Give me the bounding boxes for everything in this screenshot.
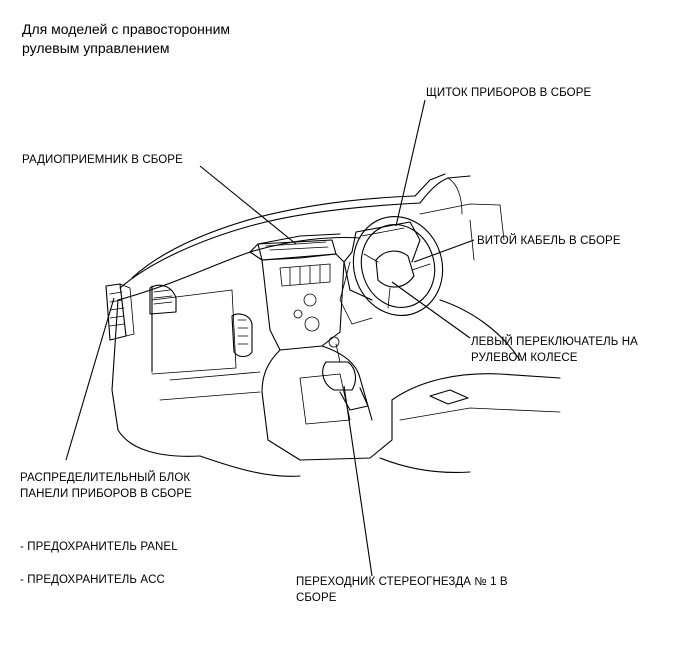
leader-stereo-jack [343, 385, 373, 577]
junction-block [105, 283, 135, 341]
label-junction-block: РАСПРЕДЕЛИТЕЛЬНЫЙ БЛОК ПАНЕЛИ ПРИБОРОВ В… [20, 470, 192, 502]
leader-left-switch [391, 281, 471, 339]
label-left-switch-line-2: РУЛЕВОМ КОЛЕСЕ [471, 352, 578, 364]
heading-line-2: рулевым управлением [22, 40, 170, 56]
floor-outline [117, 204, 561, 477]
label-left-switch: ЛЕВЫЙ ПЕРЕКЛЮЧАТЕЛЬ НА РУЛЕВОМ КОЛЕСЕ [471, 334, 638, 366]
leader-radio [199, 165, 297, 245]
label-junction-block-line-2: ПАНЕЛИ ПРИБОРОВ В СБОРЕ [20, 488, 192, 500]
leader-spiral-cable [413, 239, 475, 263]
label-stereo-jack-line-2: СБОРЕ [296, 592, 337, 604]
heading-line-1: Для моделей с правосторонним [22, 21, 231, 37]
label-fuse-panel: - ПРЕДОХРАНИТЕЛЬ PANEL [20, 541, 178, 553]
label-spiral-cable: ВИТОЙ КАБЕЛЬ В СБОРЕ [477, 235, 621, 247]
diagram-heading: Для моделей с правосторонним рулевым упр… [22, 20, 230, 58]
label-instrument-cluster: ЩИТОК ПРИБОРОВ В СБОРЕ [426, 87, 592, 99]
dashboard-outline [111, 173, 501, 431]
label-junction-block-line-1: РАСПРЕДЕЛИТЕЛЬНЫЙ БЛОК [20, 472, 191, 484]
label-stereo-jack: ПЕРЕХОДНИК СТЕРЕОГНЕЗДА № 1 В СБОРЕ [296, 574, 508, 606]
steering-wheel-rim [352, 215, 444, 317]
leader-junction-block [65, 297, 115, 461]
leader-instrument-cluster [395, 99, 426, 227]
leader-lines [65, 99, 475, 577]
radio-unit [257, 239, 337, 261]
instrument-cluster-hood [351, 221, 421, 263]
label-radio-receiver: РАДИОПРИЕМНИК В СБОРЕ [22, 154, 183, 166]
center-console [249, 239, 393, 461]
shift-lever [322, 361, 357, 391]
steering-and-cluster [339, 215, 444, 325]
steering-hub [375, 250, 415, 288]
label-left-switch-line-1: ЛЕВЫЙ ПЕРЕКЛЮЧАТЕЛЬ НА [471, 336, 638, 348]
label-fuse-acc: - ПРЕДОХРАНИТЕЛЬ ACC [20, 574, 165, 586]
label-stereo-jack-line-1: ПЕРЕХОДНИК СТЕРЕОГНЕЗДА № 1 В [296, 576, 508, 588]
